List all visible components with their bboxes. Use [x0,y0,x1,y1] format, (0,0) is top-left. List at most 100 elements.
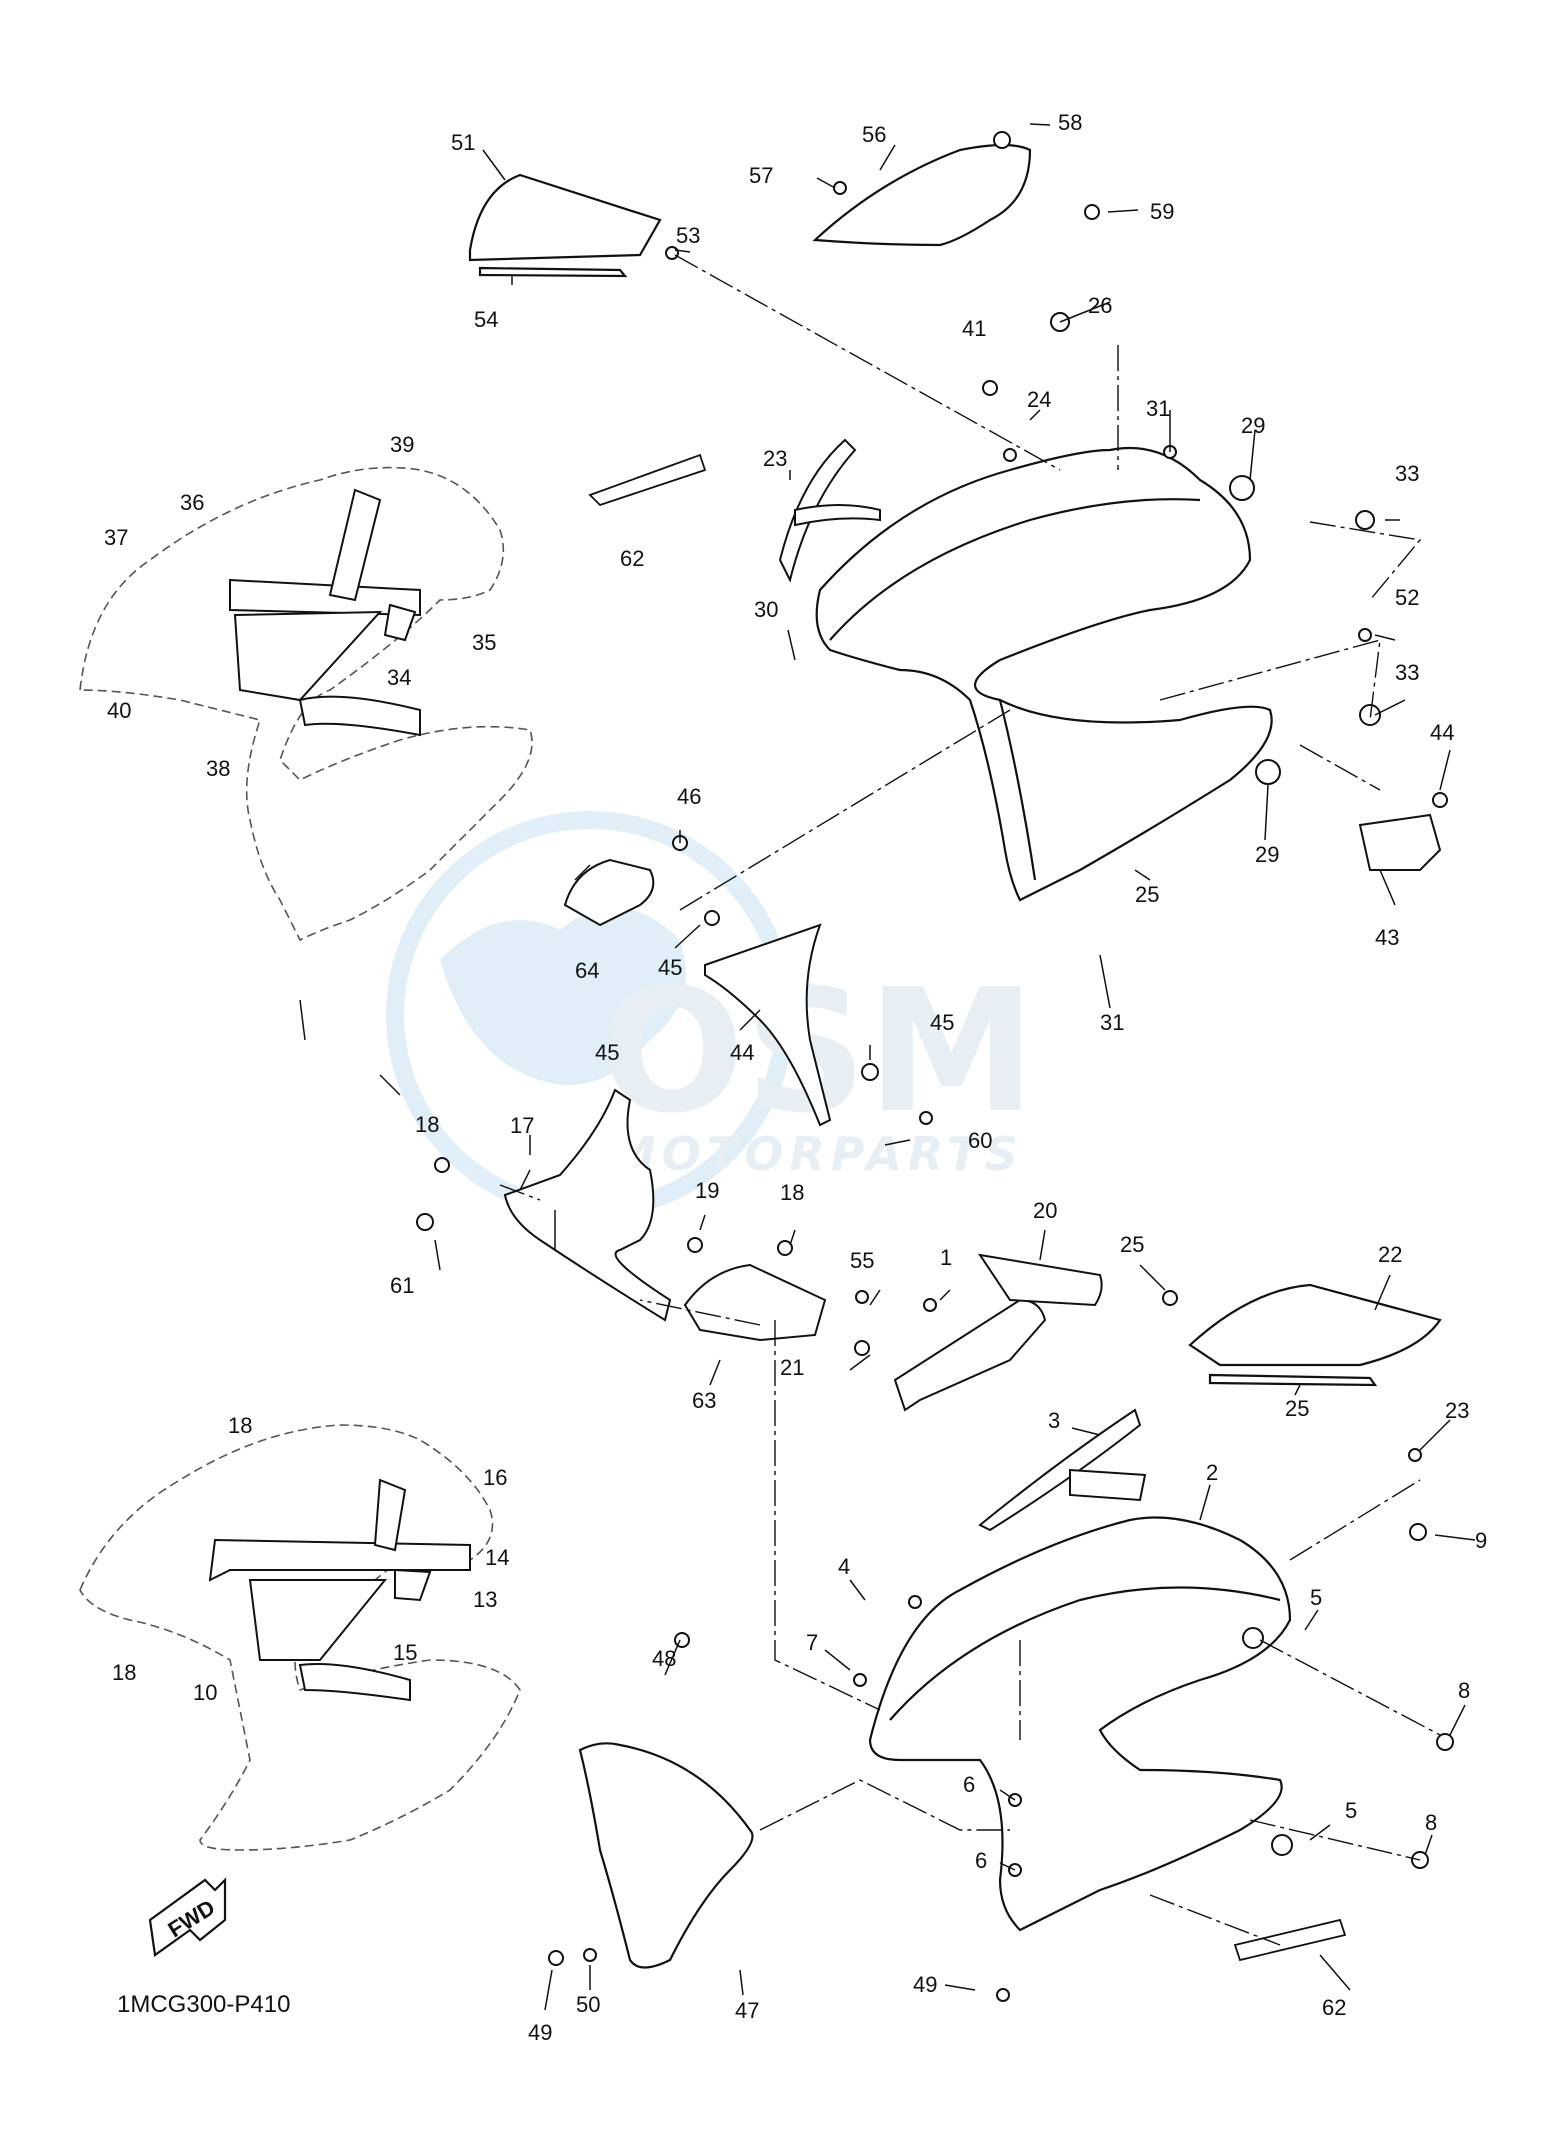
fasteners [416,131,1454,2002]
diagram-code: 1MCG300-P410 [117,1991,290,2018]
part-label: 8 [1458,1678,1470,1703]
part-label: 22 [1378,1242,1402,1267]
part-label: 39 [390,432,414,457]
trim-strip-3 [978,1408,1147,1532]
inner-panel-44 [704,923,832,1127]
part-label: 6 [975,1848,987,1873]
part-label: 55 [850,1248,874,1273]
part-label: 30 [754,597,778,622]
part-label: 45 [658,955,682,980]
inner-panel-17 [503,1088,672,1322]
part-label: 15 [393,1640,417,1665]
part-label: 41 [962,316,986,341]
part-label: 38 [206,756,230,781]
part-label: 23 [1445,1398,1469,1423]
lower-side-cowling [868,1516,1292,1932]
bracket-41 [1358,813,1442,871]
part-label: 25 [1285,1396,1309,1421]
part-label: 3 [1048,1408,1060,1433]
part-label: 36 [180,490,204,515]
part-label: 62 [1322,1995,1346,2020]
part-label: 47 [735,1998,759,2023]
top-cover [468,173,662,278]
reference-fairing-lower [79,1424,521,1851]
part-label: 43 [1375,925,1399,950]
part-label: 58 [1058,110,1082,135]
part-label: 44 [1430,720,1454,745]
part-label: 60 [968,1128,992,1153]
part-label: 25 [1135,882,1159,907]
part-label: 21 [780,1355,804,1380]
label-leaders [299,123,1476,2011]
bracket-64 [563,858,655,927]
part-label: 44 [730,1040,754,1065]
upper-side-cowling [815,446,1273,902]
part-label: 64 [575,958,599,983]
part-label: 31 [1100,1010,1124,1035]
part-label: 29 [1255,842,1279,867]
part-label: 56 [862,122,886,147]
tape-strips [588,453,1347,1962]
part-label: 25 [1120,1232,1144,1257]
part-label: 17 [510,1113,534,1138]
part-label: 2 [1206,1460,1218,1485]
part-label: 48 [652,1646,676,1671]
part-label: 45 [595,1040,619,1065]
part-label: 49 [913,1972,937,1997]
reference-fairing-upper-parts [229,488,421,737]
part-label: 16 [483,1465,507,1490]
part-label: 61 [390,1273,414,1298]
part-label: 10 [193,1680,217,1705]
inner-panel-47 [578,1742,754,1969]
part-label: 20 [1033,1198,1057,1223]
part-label: 49 [528,2020,552,2045]
part-label: 31 [1146,396,1170,421]
part-label: 52 [1395,585,1419,610]
part-label: 18 [228,1413,252,1438]
side-panel-top [812,143,1032,247]
bracket-20 [893,1253,1103,1412]
part-label: 33 [1395,461,1419,486]
part-label: 26 [1088,293,1112,318]
part-label: 1 [940,1245,952,1270]
part-label: 9 [1475,1528,1487,1553]
part-label: 33 [1395,660,1419,685]
part-label: 8 [1425,1810,1437,1835]
part-label: 50 [576,1992,600,2017]
assembly-lines [499,254,1441,1946]
reference-fairing-upper [79,466,533,942]
part-label: 35 [472,630,496,655]
part-label: 5 [1345,1798,1357,1823]
part-label: 54 [474,307,498,332]
part-label: 53 [676,223,700,248]
part-label: 46 [677,784,701,809]
part-label: 34 [387,665,411,690]
reference-fairing-lower-parts [208,1478,471,1702]
part-label: 45 [930,1010,954,1035]
part-label: 40 [107,698,131,723]
cover-22 [1188,1283,1442,1387]
bracket-63 [683,1263,827,1342]
part-label: 14 [485,1545,509,1570]
part-label: 6 [963,1772,975,1797]
part-label: 63 [692,1388,716,1413]
part-label: 5 [1310,1585,1322,1610]
part-label: 59 [1150,199,1174,224]
part-label: 37 [104,525,128,550]
part-label: 62 [620,546,644,571]
part-label: 7 [806,1630,818,1655]
trim-strip [778,438,881,583]
part-label: 57 [749,163,773,188]
part-label: 13 [473,1587,497,1612]
part-label: 18 [415,1112,439,1137]
part-label: 4 [838,1554,850,1579]
part-label: 19 [695,1178,719,1203]
forward-arrow: FWD [148,1877,227,1957]
part-label: 29 [1241,413,1265,438]
part-label: 51 [451,130,475,155]
part-label: 18 [780,1180,804,1205]
part-labels: 51 54 53 56 57 58 59 26 41 24 31 29 33 2… [104,110,1487,2045]
watermark-sub: MOTORPARTS [610,1127,1024,1181]
